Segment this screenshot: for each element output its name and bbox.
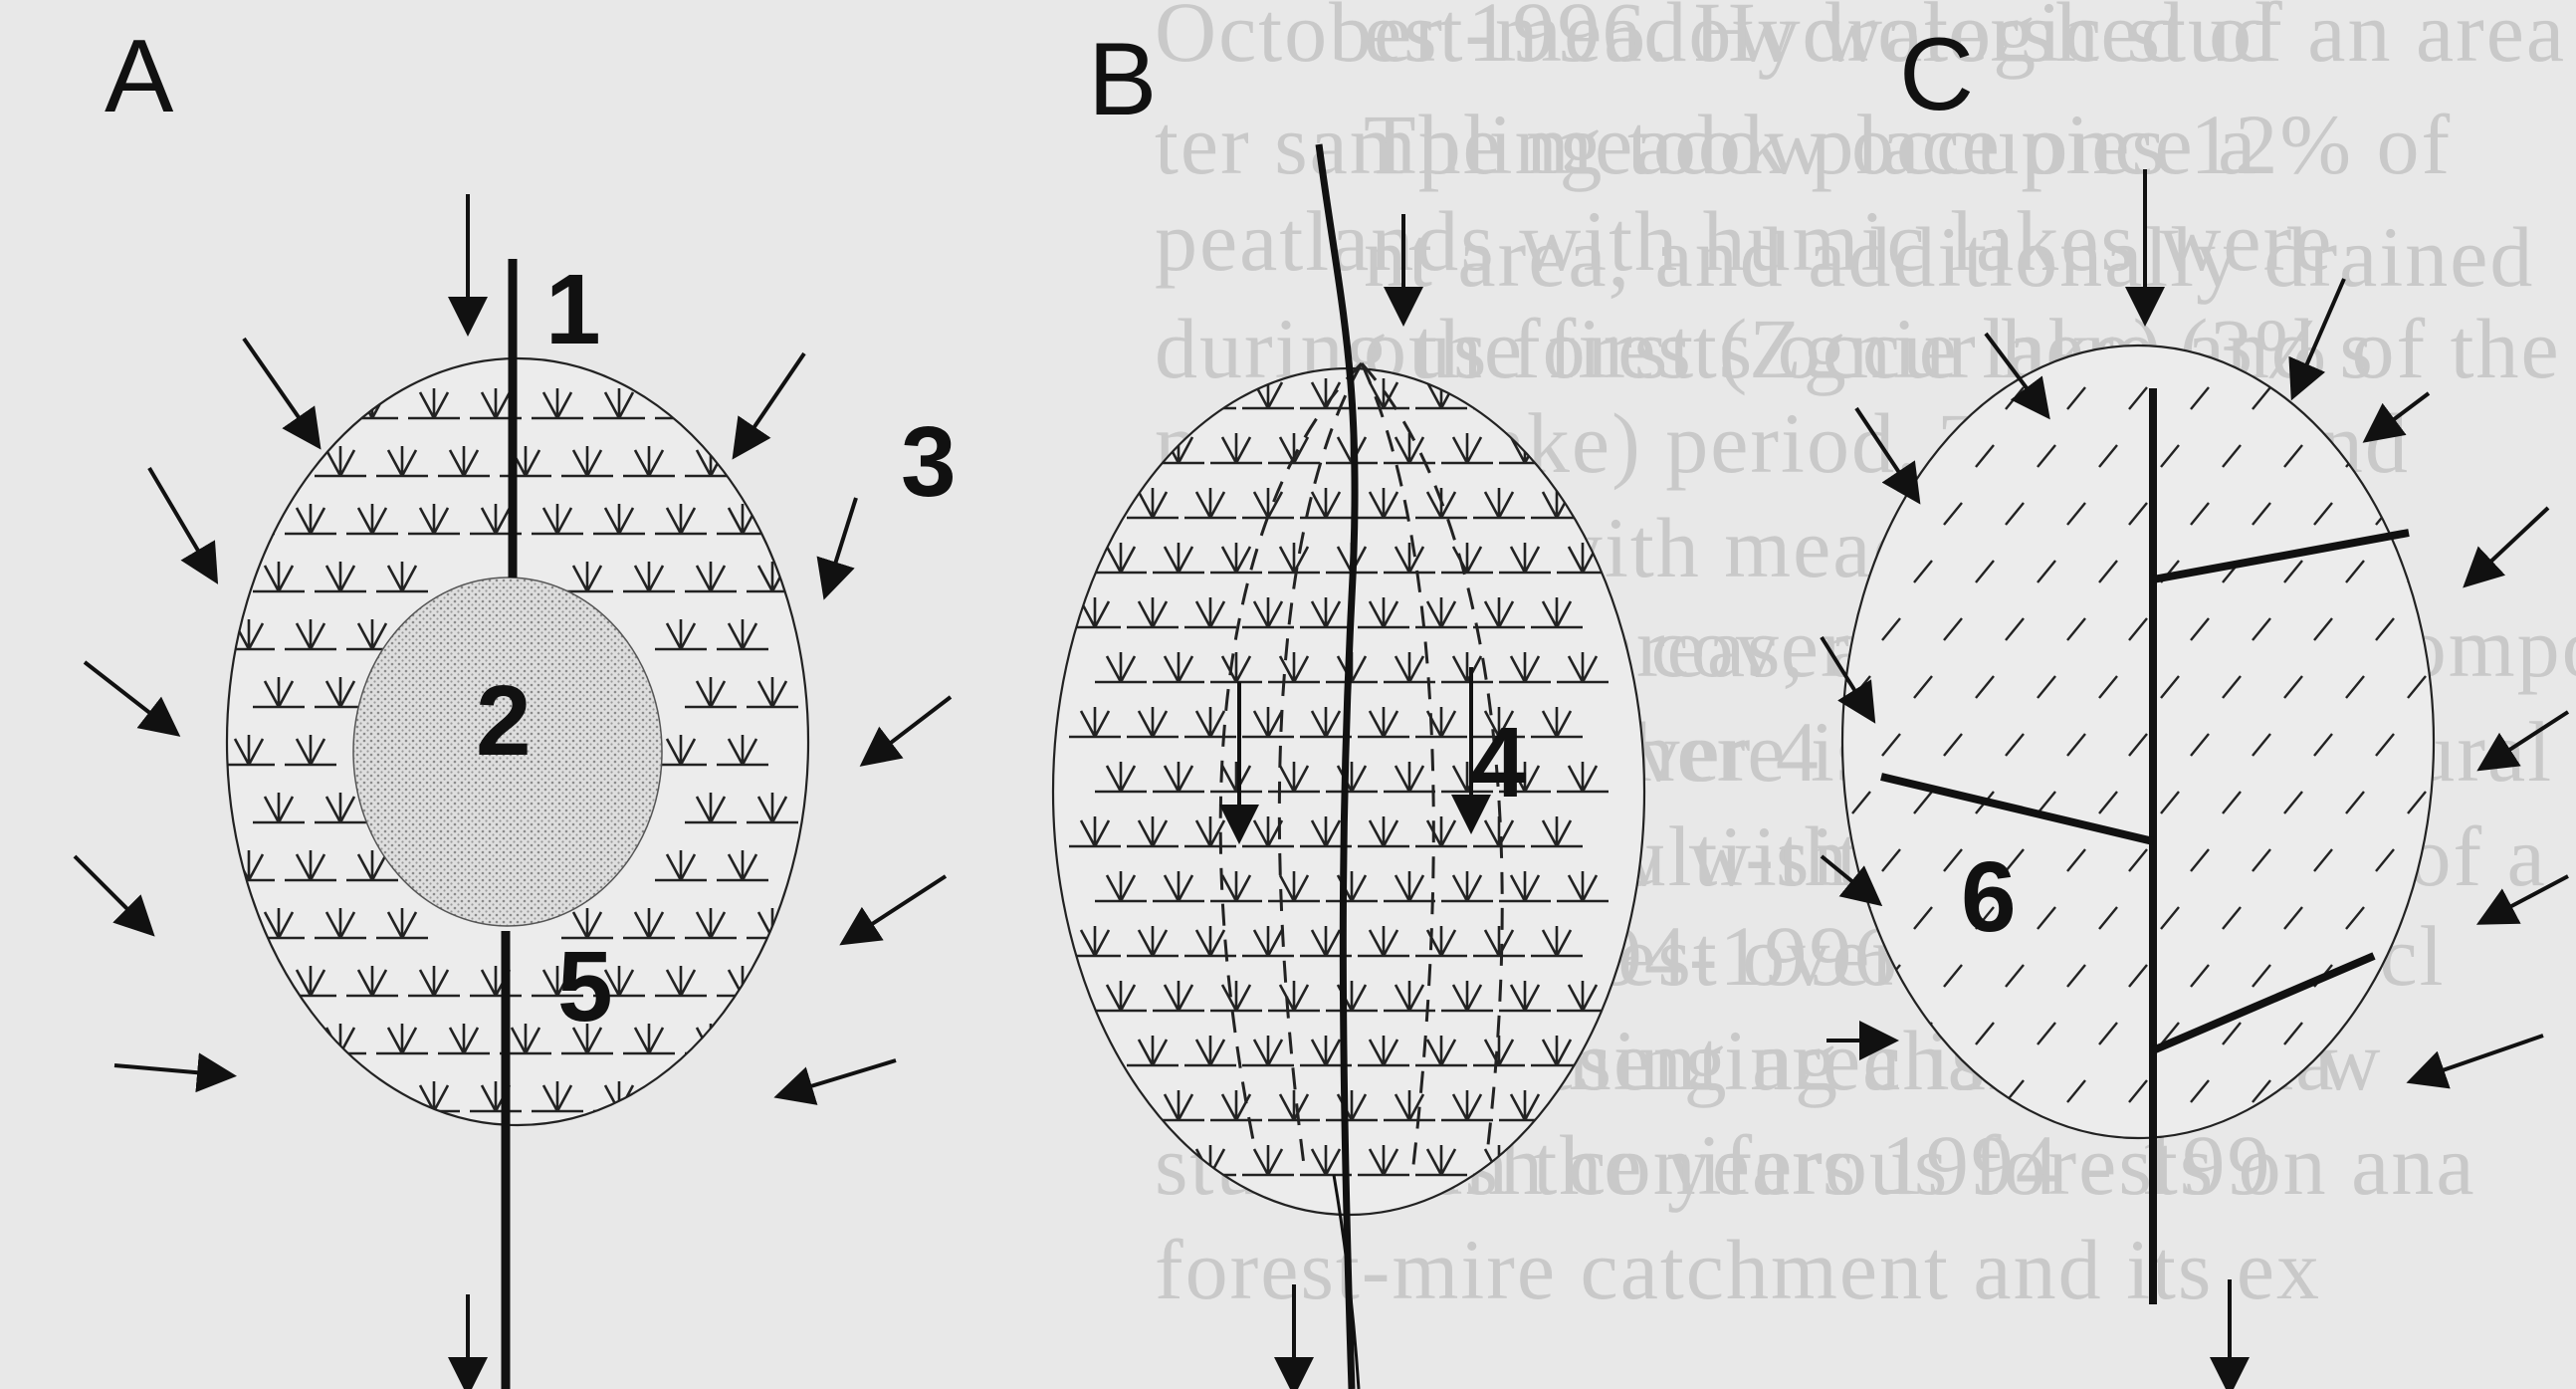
zone-number-3: 3 — [901, 406, 957, 518]
sedge-symbol — [1069, 1145, 1121, 1175]
sedge-symbol — [747, 1024, 798, 1053]
sedge-symbol — [1557, 433, 1609, 463]
sedge-symbol — [1095, 1090, 1147, 1120]
forest-hatch-mark — [2408, 907, 2426, 929]
flow-arrow — [2469, 508, 2548, 582]
flow-arrow — [826, 498, 856, 592]
flow-arrow — [2369, 393, 2429, 438]
panel-label: A — [105, 19, 174, 134]
sedge-symbol — [253, 1024, 305, 1053]
sedge-symbol — [1127, 378, 1179, 408]
sedge-symbol — [1473, 378, 1525, 408]
forest-catchment-outline — [1842, 346, 2434, 1138]
sedge-symbol — [223, 966, 275, 996]
forest-hatch-mark — [1944, 1080, 1962, 1102]
flow-arrow — [2294, 279, 2344, 393]
forest-hatch-mark — [2438, 618, 2456, 640]
sedge-symbol — [1557, 1090, 1609, 1120]
sedge-symbol — [717, 388, 768, 418]
sedge-symbol — [223, 388, 275, 418]
flow-arrow — [2414, 1036, 2543, 1080]
panel-c: C 6 — [1822, 17, 2568, 1389]
forest-hatch-mark — [2438, 734, 2456, 756]
forest-hatch-mark — [1914, 1023, 1932, 1044]
forest-hatch-mark — [1882, 965, 1900, 987]
sedge-symbol — [223, 504, 275, 534]
forest-hatch-mark — [1852, 445, 1870, 467]
flow-arrow — [75, 856, 149, 931]
panel-label: B — [1088, 22, 1157, 137]
flow-arrow — [244, 339, 317, 443]
sedge-symbol — [1069, 378, 1121, 408]
sedge-symbol — [1531, 378, 1583, 408]
forest-hatch-mark — [1882, 387, 1900, 409]
flow-arrow — [866, 697, 951, 762]
forest-hatch-mark — [2438, 503, 2456, 525]
zone-number-5: 5 — [557, 931, 613, 1042]
sedge-symbol — [253, 446, 305, 476]
sedge-symbol — [717, 1081, 768, 1111]
sedge-symbol — [1069, 488, 1121, 518]
flow-arrow — [737, 353, 804, 453]
forest-hatch-mark — [1852, 907, 1870, 929]
forest-hatch-mark — [2408, 561, 2426, 582]
flow-arrow — [114, 1065, 229, 1075]
forest-hatch-mark — [2314, 1080, 2332, 1102]
sedge-symbol — [1531, 1145, 1583, 1175]
flow-arrow — [2483, 712, 2568, 767]
zone-number-2: 2 — [476, 665, 532, 777]
sedge-symbol — [1095, 433, 1147, 463]
forest-hatch-mark — [2376, 1080, 2394, 1102]
forest-hatch-mark — [2376, 387, 2394, 409]
forest-hatch-mark — [2408, 445, 2426, 467]
panel-label: C — [1899, 17, 1974, 132]
sedge-symbol — [223, 1081, 275, 1111]
zone-number-1: 1 — [545, 254, 601, 365]
forest-hatch-mark — [2346, 1023, 2364, 1044]
forest-hatch-mark — [2408, 1023, 2426, 1044]
zone-number-4: 4 — [1471, 707, 1527, 818]
forest-hatch-mark — [2438, 849, 2456, 871]
forest-hatch-mark — [2438, 965, 2456, 987]
zone-number-6: 6 — [1961, 841, 2017, 953]
sedge-symbol — [285, 388, 336, 418]
flow-arrow — [846, 876, 946, 941]
sedge-symbol — [655, 1081, 707, 1111]
sedge-symbol — [1127, 1145, 1179, 1175]
forest-hatch-mark — [2438, 1080, 2456, 1102]
panel-b: B 4 — [1053, 22, 1644, 1389]
flow-arrow — [149, 468, 214, 578]
sedge-symbol — [285, 1081, 336, 1111]
panel-a: A 1 2 3 5 — [75, 19, 957, 1389]
forest-hatch-mark — [1882, 1080, 1900, 1102]
flow-arrow — [2483, 876, 2568, 921]
flow-arrow — [1856, 408, 1916, 498]
forest-hatch-mark — [2438, 387, 2456, 409]
forest-hatch-mark — [1944, 387, 1962, 409]
sedge-symbol — [747, 446, 798, 476]
flow-arrow — [85, 662, 174, 732]
forest-hatch-mark — [2314, 387, 2332, 409]
flow-arrow — [781, 1060, 896, 1095]
